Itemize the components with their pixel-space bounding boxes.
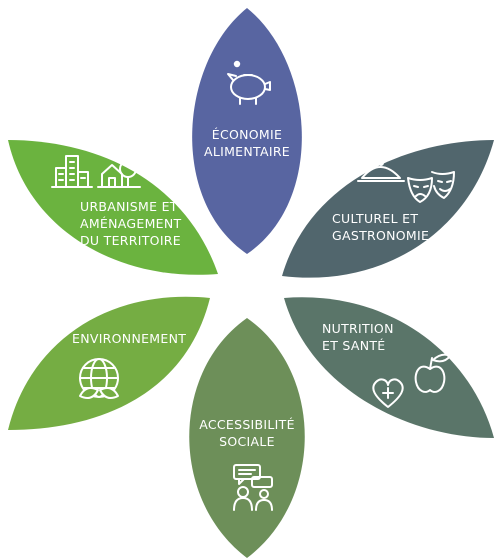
label-nutrition: NUTRITION ET SANTÉ — [322, 321, 394, 353]
petal-nutrition — [284, 297, 494, 438]
people-chat-icon — [233, 464, 273, 511]
theater-masks-icon — [407, 171, 455, 203]
cloche-icon — [357, 160, 405, 182]
label-culturel: CULTUREL ET GASTRONOMIE — [332, 211, 430, 243]
label-accessibilite: ACCESSIBILITÉ SOCIALE — [199, 417, 295, 449]
buildings-icon — [51, 155, 93, 188]
petal-culturel — [282, 140, 494, 278]
heart-plus-icon — [372, 378, 404, 408]
label-environnement: ENVIRONNEMENT — [72, 331, 187, 346]
label-urbanisme: URBANISME ET AMÉNAGEMENT DU TERRITOIRE — [80, 199, 182, 248]
globe-leaves-icon — [79, 358, 119, 399]
petal-environnement — [8, 296, 210, 430]
petal-accessibilite — [189, 318, 305, 558]
house-tree-icon — [97, 160, 141, 188]
petal-economie — [192, 8, 302, 254]
label-economie: ÉCONOMIE ALIMENTAIRE — [203, 127, 291, 159]
piggy-bank-icon — [227, 60, 271, 105]
apple-icon — [414, 353, 451, 393]
